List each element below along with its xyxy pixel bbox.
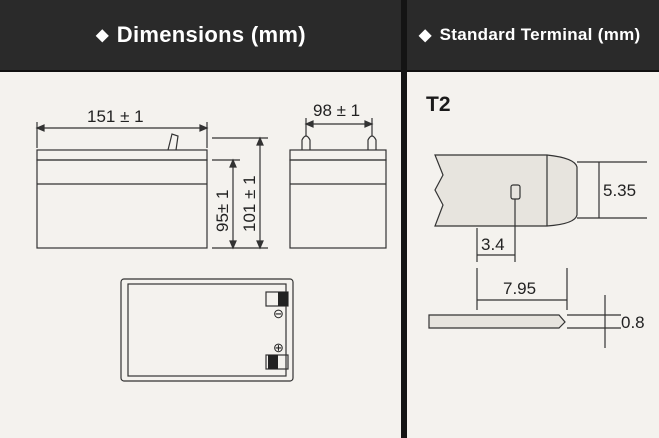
battery-side-lid [289, 149, 387, 161]
battery-top-view-outer [120, 278, 294, 382]
dimensions-header: ◆ Dimensions (mm) [0, 0, 402, 72]
tab-length-label: 7.95 [503, 279, 536, 298]
tab-height-label: 5.35 [603, 181, 636, 200]
terminal-drawing: 5.35 3.4 7.95 0.8 [428, 154, 647, 348]
dimensions-title: Dimensions (mm) [116, 22, 306, 47]
terminal-header: ◆ Standard Terminal (mm) [407, 0, 659, 72]
terminal-tab-top-view [434, 154, 578, 227]
front-terminal-stub [167, 133, 179, 151]
terminal-title: Standard Terminal (mm) [439, 25, 641, 44]
total-height-dimension-label: 101 ± 1 [240, 175, 259, 232]
battery-front-lid [36, 149, 208, 161]
diamond-icon: ◆ [96, 27, 109, 44]
length-dimension-label: 151 ± 1 [87, 107, 144, 126]
hole-offset-label: 3.4 [481, 235, 505, 254]
battery-top-view-inner [127, 283, 287, 377]
positive-terminal-symbol: ⊕ [273, 340, 284, 355]
dimensions-panel: ◆ Dimensions (mm) [0, 0, 402, 382]
width-dimension-label: 98 ± 1 [313, 101, 360, 120]
side-terminal-right [367, 135, 377, 150]
battery-front-body [36, 159, 208, 249]
battery-dimension-drawing: ⊖ ⊕ 151 ± 1 98 ± 1 95± 1 101 ± 1 [35, 101, 387, 382]
side-terminal-left [301, 135, 311, 150]
negative-terminal-fill [278, 292, 288, 306]
thickness-label: 0.8 [621, 313, 645, 332]
diamond-icon: ◆ [419, 27, 432, 44]
terminal-panel: ◆ Standard Terminal (mm) T2 [407, 0, 659, 438]
positive-terminal-fill [268, 355, 278, 369]
panel-divider [401, 0, 407, 438]
terminal-tab-side-view [428, 314, 566, 329]
battery-side-body [289, 159, 387, 249]
negative-terminal-symbol: ⊖ [273, 306, 284, 321]
terminal-type-label: T2 [426, 93, 451, 116]
body-height-dimension-label: 95± 1 [213, 190, 232, 232]
